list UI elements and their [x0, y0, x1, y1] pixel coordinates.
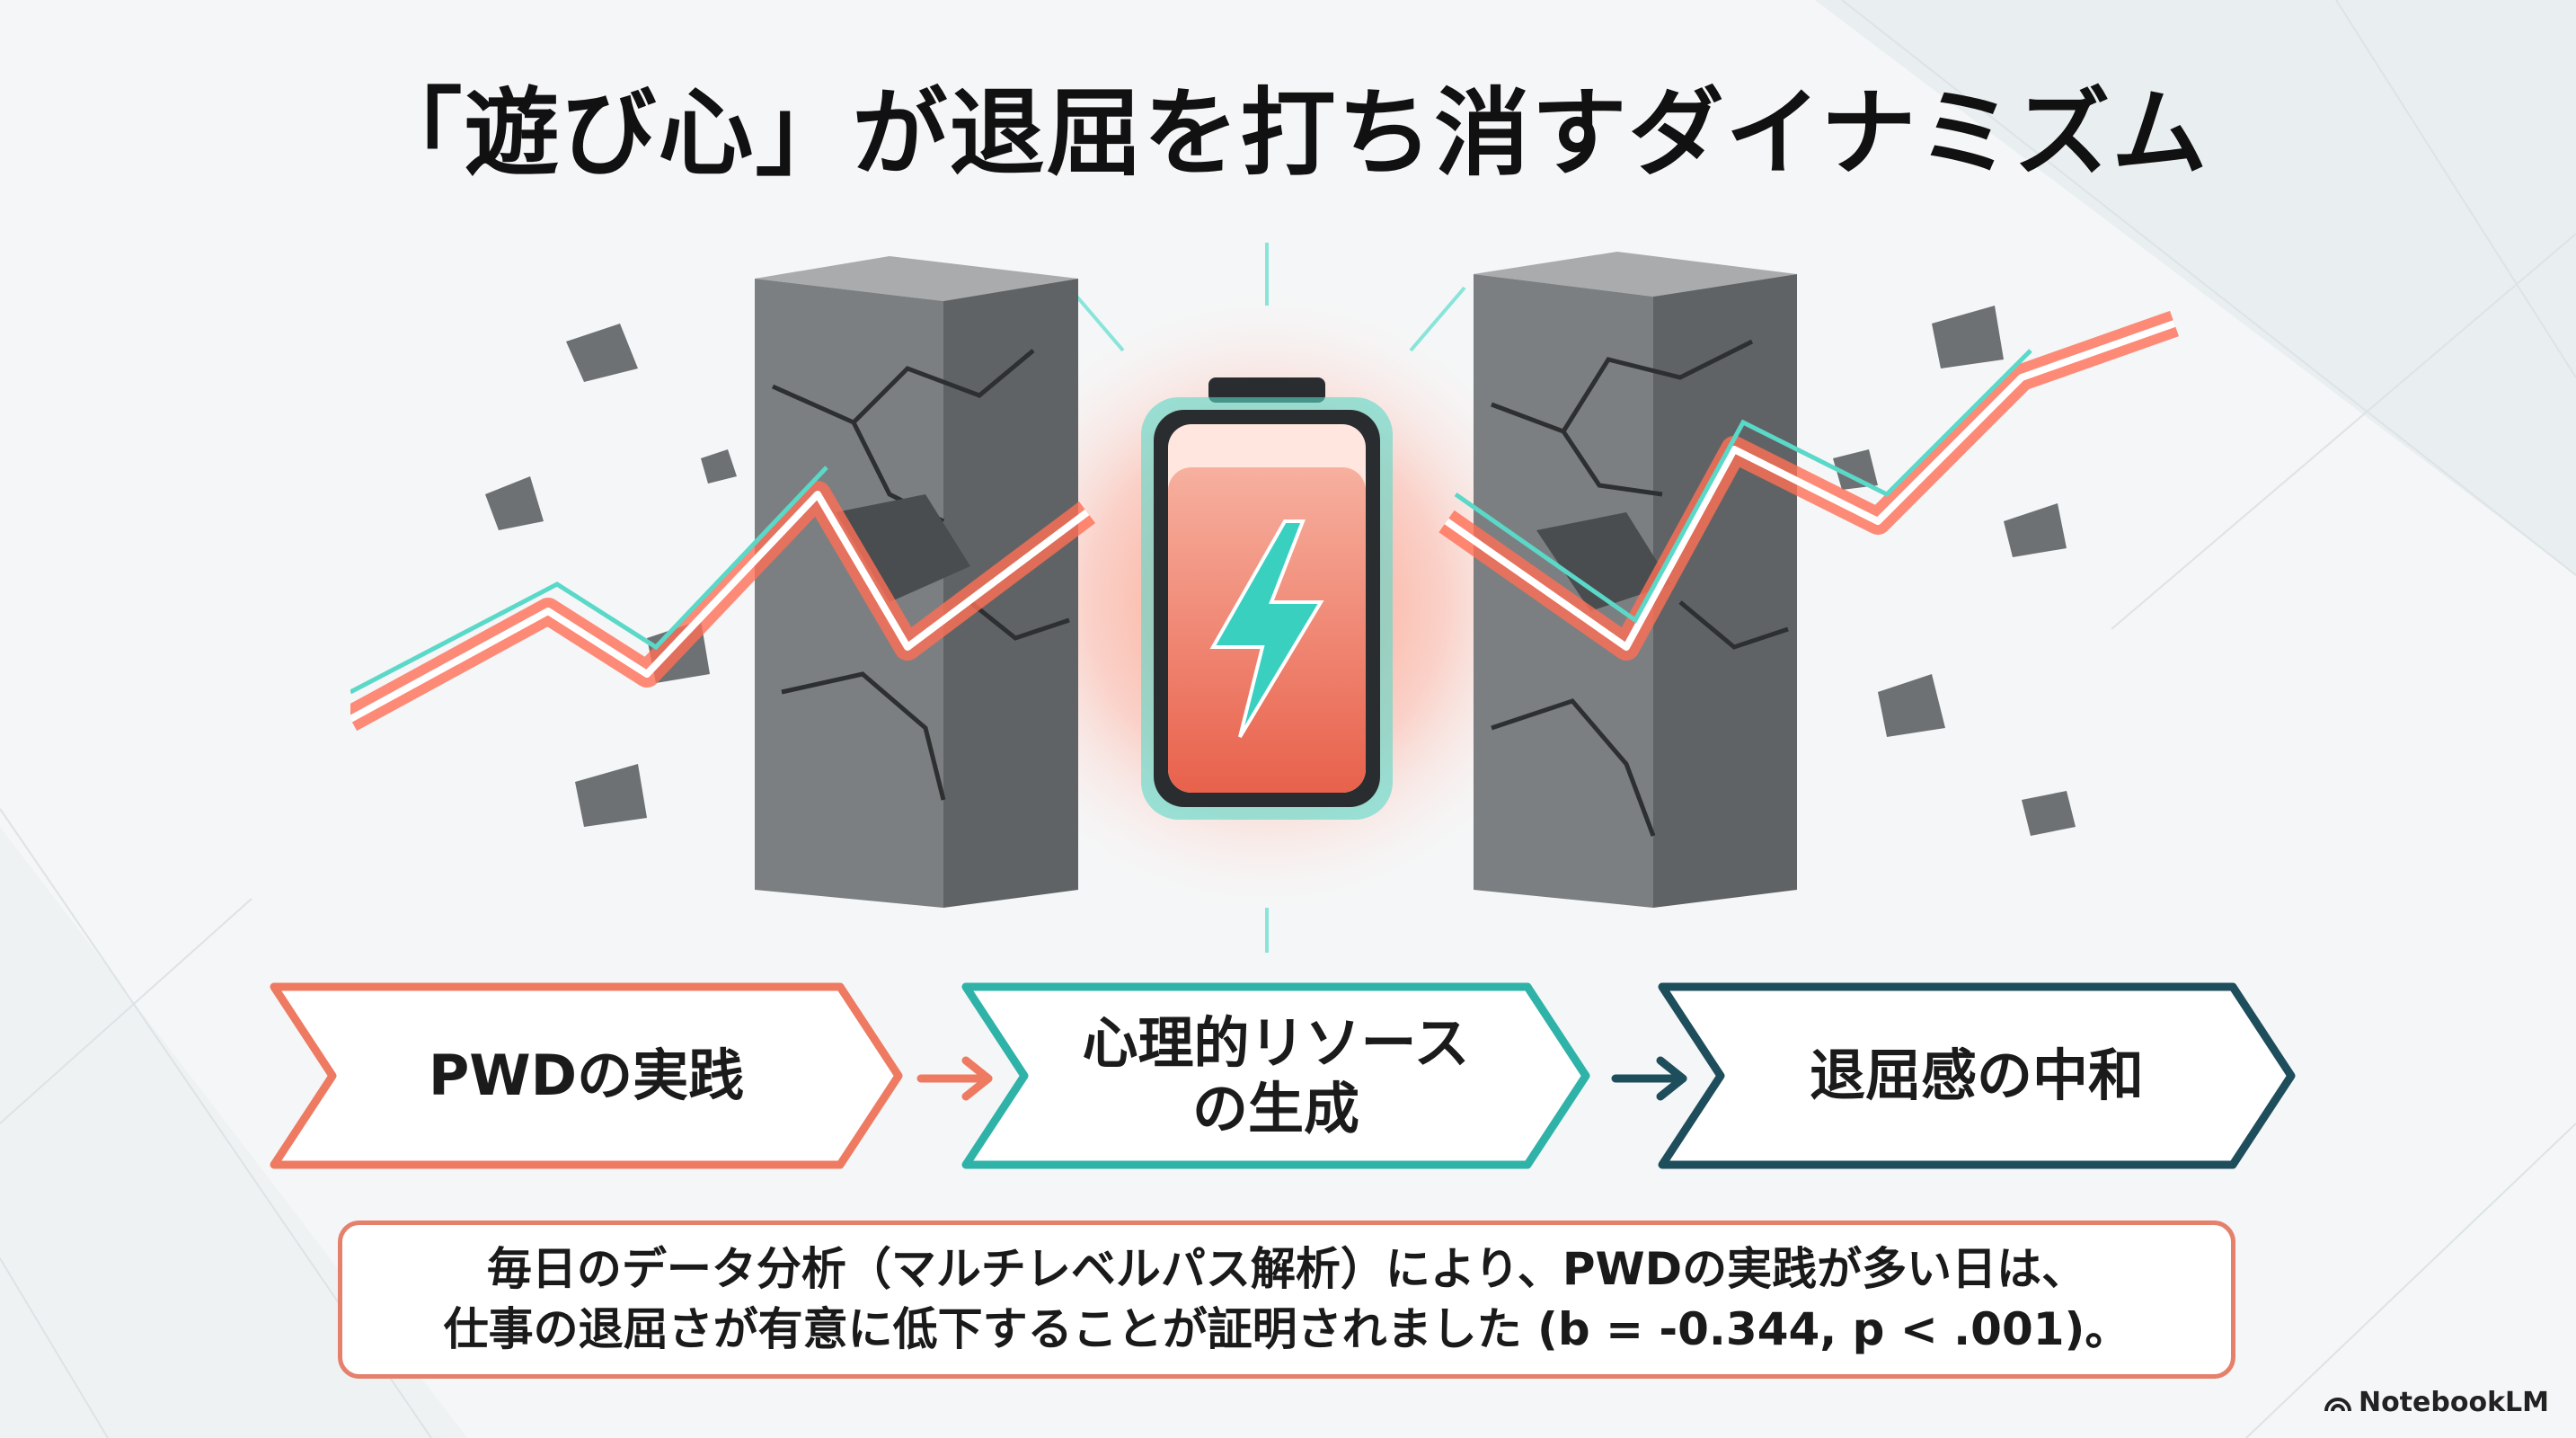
flow-step-2-label-line2: の生成 — [1191, 1076, 1359, 1141]
flow-step-2-label-line1: 心理的リソース — [1082, 1009, 1470, 1076]
finding-note-box: 毎日のデータ分析（マルチレベルパス解析）により、PWDの実践が多い日は、 仕事の… — [338, 1221, 2235, 1379]
brand-logo: NotebookLM — [2324, 1387, 2549, 1418]
flow-step-3: 退屈感の中和 — [1721, 987, 2233, 1165]
flow-step-1-label: PWDの実践 — [428, 1043, 745, 1109]
flow-step-1: PWDの実践 — [332, 987, 840, 1165]
flow-step-3-label: 退屈感の中和 — [1809, 1043, 2144, 1109]
page-title: 「遊び心」が退屈を打ち消すダイナミズム — [367, 78, 2209, 189]
lightning-bolt-icon — [1209, 519, 1324, 739]
finding-note-line1: 毎日のデータ分析（マルチレベルパス解析）により、PWDの実践が多い日は、 — [486, 1242, 2087, 1295]
brand-name: NotebookLM — [2358, 1387, 2549, 1418]
battery-breaking-stone-illustration — [350, 243, 2179, 953]
battery-icon — [1141, 377, 1393, 820]
finding-note-line2: 仕事の退屈さが有意に低下することが証明されました (b = -0.344, p … — [443, 1303, 2130, 1355]
left-stone-pillar-icon — [755, 256, 1078, 908]
notebooklm-logo-icon — [2324, 1397, 2351, 1411]
flow-step-2: 心理的リソース の生成 — [1024, 987, 1527, 1165]
